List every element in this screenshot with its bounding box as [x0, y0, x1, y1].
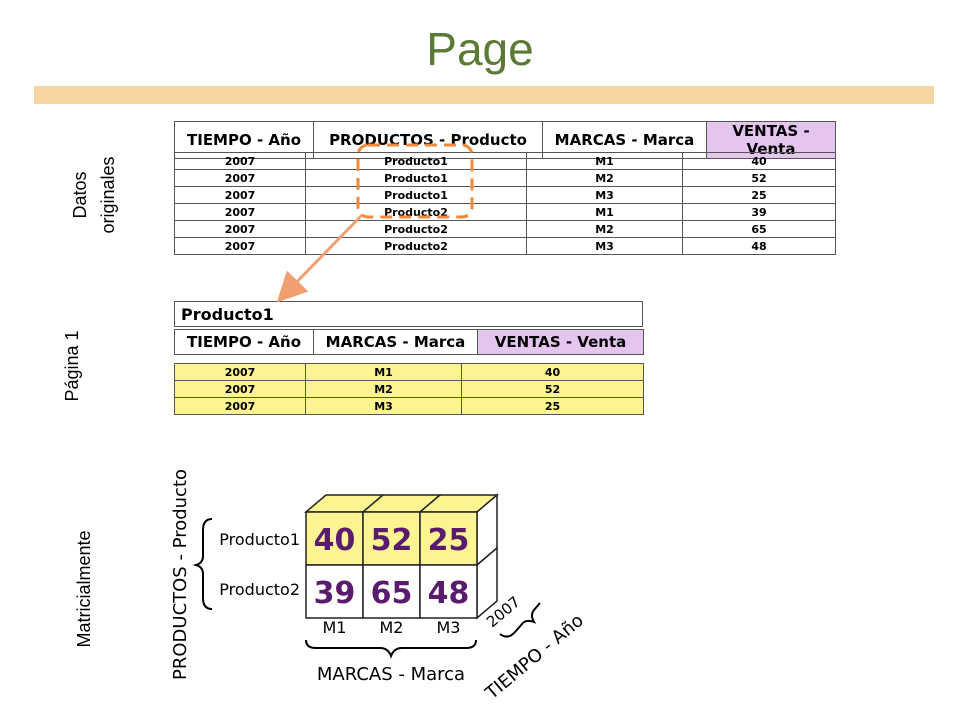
cube-value: 40 — [314, 523, 356, 558]
cell-sale: 25 — [682, 186, 836, 204]
cell-product: Producto1 — [305, 169, 527, 187]
cube-value: 25 — [428, 523, 470, 558]
cell-sale: 65 — [682, 220, 836, 238]
cube-value: 39 — [314, 576, 356, 611]
table-row: 2007 Producto1 M3 25 — [174, 186, 836, 204]
cell-brand: M3 — [305, 397, 462, 415]
page1-table-header: TIEMPO - Año MARCAS - Marca VENTAS - Ven… — [174, 329, 644, 355]
cell-year: 2007 — [174, 397, 306, 415]
side-label-pagina-1: Página 1 — [62, 330, 82, 402]
cell-brand: M1 — [305, 363, 462, 381]
time-brace — [499, 602, 541, 638]
cube-value: 48 — [428, 576, 470, 611]
title-underline-bar — [34, 86, 934, 104]
table-row: 2007 Producto2 M1 39 — [174, 203, 836, 221]
page1-header-ventas: VENTAS - Venta — [477, 329, 644, 355]
cell-year: 2007 — [174, 363, 306, 381]
side-label-matricialmente: Matricialmente — [74, 530, 94, 648]
cell-brand: M1 — [526, 152, 683, 170]
table-row: 2007 Producto1 M2 52 — [174, 169, 836, 187]
cell-product: Producto1 — [305, 152, 527, 170]
table-row: 2007 Producto2 M2 65 — [174, 220, 836, 238]
page1-title: Producto1 — [174, 301, 643, 327]
cube-front-faces — [305, 511, 478, 619]
page1-header-tiempo: TIEMPO - Año — [174, 329, 314, 355]
cell-year: 2007 — [174, 380, 306, 398]
axis-label-tiempo: TIEMPO - Año — [481, 610, 588, 704]
cell-brand: M1 — [526, 203, 683, 221]
cell-brand: M3 — [526, 237, 683, 255]
original-table-body: 2007 Producto1 M1 40 2007 Producto1 M2 5… — [174, 152, 836, 255]
side-label-datos-line1: Datos — [70, 171, 90, 219]
cube-brand-label: M3 — [437, 618, 461, 637]
cell-product: Producto2 — [305, 220, 527, 238]
cell-product: Producto2 — [305, 237, 527, 255]
products-brace — [192, 518, 213, 610]
table-row: 2007 M1 40 — [174, 363, 644, 381]
cell-year: 2007 — [174, 220, 306, 238]
cell-year: 2007 — [174, 169, 306, 187]
cell-sale: 52 — [461, 380, 644, 398]
cell-year: 2007 — [174, 186, 306, 204]
page1-table-body: 2007 M1 40 2007 M2 52 2007 M3 25 — [174, 363, 644, 415]
cube-top-faces — [303, 494, 500, 513]
cube-value: 52 — [371, 523, 413, 558]
cell-sale: 52 — [682, 169, 836, 187]
cube-year-label: 2007 — [483, 593, 524, 631]
cell-year: 2007 — [174, 237, 306, 255]
cell-year: 2007 — [174, 203, 306, 221]
cell-brand: M2 — [305, 380, 462, 398]
cell-year: 2007 — [174, 152, 306, 170]
brands-brace — [305, 639, 477, 659]
cube-brand-label: M2 — [380, 618, 404, 637]
cell-brand: M3 — [526, 186, 683, 204]
cube-right-faces — [476, 493, 498, 620]
cell-sale: 39 — [682, 203, 836, 221]
cell-sale: 25 — [461, 397, 644, 415]
table-row: 2007 Producto2 M3 48 — [174, 237, 836, 255]
axis-label-productos: PRODUCTOS - Producto — [170, 469, 191, 680]
side-label-datos-originales: Datos originales — [66, 135, 122, 255]
axis-label-marcas: MARCAS - Marca — [317, 664, 465, 685]
cell-sale: 40 — [461, 363, 644, 381]
page-title: Page — [426, 23, 534, 75]
cell-product: Producto2 — [305, 203, 527, 221]
side-label-datos-line2: originales — [98, 156, 118, 234]
table-row: 2007 M3 25 — [174, 397, 644, 415]
cube-product-label: Producto1 — [219, 530, 300, 549]
table-row: 2007 M2 52 — [174, 380, 644, 398]
table-row: 2007 Producto1 M1 40 — [174, 152, 836, 170]
page1-header-marcas: MARCAS - Marca — [313, 329, 478, 355]
cell-brand: M2 — [526, 169, 683, 187]
cube-product-label: Producto2 — [219, 580, 300, 599]
cell-sale: 40 — [682, 152, 836, 170]
cube-brand-label: M1 — [323, 618, 347, 637]
cell-product: Producto1 — [305, 186, 527, 204]
cube-value: 65 — [371, 576, 413, 611]
cell-sale: 48 — [682, 237, 836, 255]
cell-brand: M2 — [526, 220, 683, 238]
